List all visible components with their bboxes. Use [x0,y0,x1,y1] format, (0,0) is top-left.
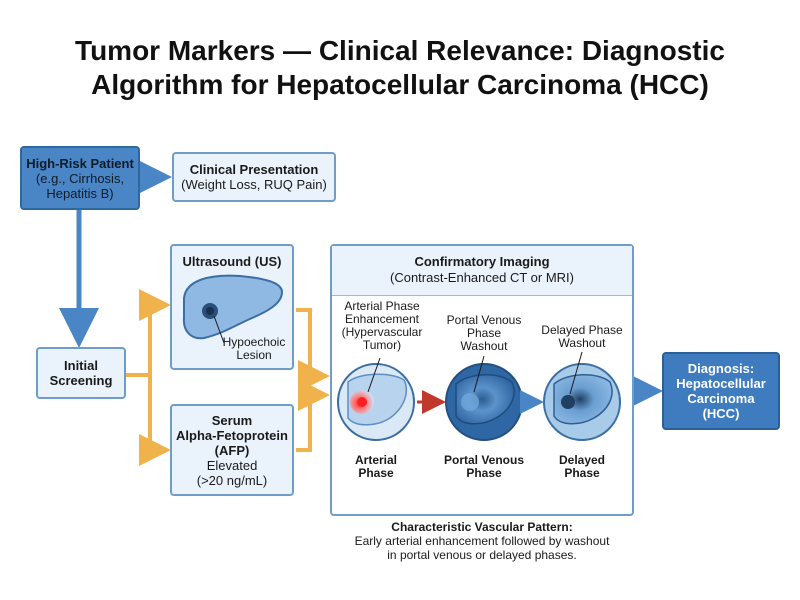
footer-heading: Characteristic Vascular Pattern: [391,520,573,534]
title-line-2: Algorithm for Hepatocellular Carcinoma (… [91,69,709,100]
screening-line-2: Screening [49,373,113,388]
afp-line-3: (AFP) [214,442,250,458]
delayed-phase-note: Delayed Phase Washout [532,324,632,350]
high-risk-detail-1: (e.g., Cirrhosis, [35,170,125,186]
portal-note-3: Washout [460,339,508,353]
arterial-note-1: Arterial Phase [344,299,420,313]
arterial-note-4: Tumor) [362,338,402,352]
portal-venous-phase-label: Portal Venous Phase [436,454,532,480]
arterial-label-2: Phase [358,466,394,480]
delayed-note-1: Delayed Phase [541,323,623,337]
clinical-label: Clinical Presentation [189,162,319,177]
imaging-subtitle: (Contrast-Enhanced CT or MRI) [390,270,574,285]
lesion-line-1: Hypoechoic [222,335,286,349]
diagnosis-line-3: Carcinoma [687,391,755,406]
clinical-detail: (Weight Loss, RUQ Pain) [181,177,327,192]
afp-line-1: Serum [211,412,253,428]
vascular-pattern-note: Characteristic Vascular Pattern: Early a… [300,520,664,562]
title-line-1: Tumor Markers — Clinical Relevance: Diag… [75,35,725,66]
lesion-line-2: Lesion [236,348,272,362]
portal-note-2: Phase [466,326,502,340]
ultrasound-lesion-label: Hypoechoic Lesion [212,336,296,362]
arrow-ultrasound-to-imaging [296,308,330,392]
arterial-note-3: (Hypervascular [341,325,423,339]
arterial-phase-label: Arterial Phase [340,454,412,480]
delayed-phase-label: Delayed Phase [546,454,618,480]
arrow-screening-to-afp [126,373,171,466]
arrow-screening-to-ultrasound [126,289,171,377]
high-risk-patient-box: High-Risk Patient (e.g., Cirrhosis, Hepa… [20,146,140,210]
arterial-note-2: Enhancement [344,312,420,326]
portal-label-2: Phase [466,466,502,480]
arterial-label-1: Arterial [354,453,398,467]
arrow-afp-to-imaging [296,379,330,452]
portal-label-1: Portal Venous [443,453,525,467]
afp-line-4: Elevated [206,457,258,473]
portal-note-1: Portal Venous [446,313,522,327]
delayed-note-2: Washout [558,336,606,350]
diagnosis-line-4: (HCC) [702,406,740,421]
diagnosis-box: Diagnosis: Hepatocellular Carcinoma (HCC… [662,352,780,430]
portal-phase-note: Portal Venous Phase Washout [436,314,532,353]
diagram-title: Tumor Markers — Clinical Relevance: Diag… [0,34,800,102]
delayed-label-2: Phase [564,466,600,480]
high-risk-detail-2: Hepatitis B) [46,185,114,201]
diagnosis-line-2: Hepatocellular [676,376,766,391]
afp-box: Serum Alpha-Fetoprotein (AFP) Elevated (… [170,404,294,496]
afp-line-5: (>20 ng/mL) [196,472,268,488]
imaging-title: Confirmatory Imaging [414,254,550,269]
afp-line-2: Alpha-Fetoprotein [176,427,288,443]
arterial-phase-note: Arterial Phase Enhancement (Hypervascula… [334,300,430,352]
diagnosis-line-1: Diagnosis: [687,361,755,376]
footer-line-1: Early arterial enhancement followed by w… [354,534,610,548]
initial-screening-box: Initial Screening [36,347,126,399]
delayed-label-1: Delayed [558,453,606,467]
footer-line-2: in portal venous or delayed phases. [387,548,577,562]
imaging-header: Confirmatory Imaging (Contrast-Enhanced … [332,246,632,296]
high-risk-label: High-Risk Patient [26,155,134,171]
clinical-presentation-box: Clinical Presentation (Weight Loss, RUQ … [172,152,336,202]
screening-line-1: Initial [64,358,98,373]
ultrasound-title: Ultrasound (US) [182,254,282,269]
